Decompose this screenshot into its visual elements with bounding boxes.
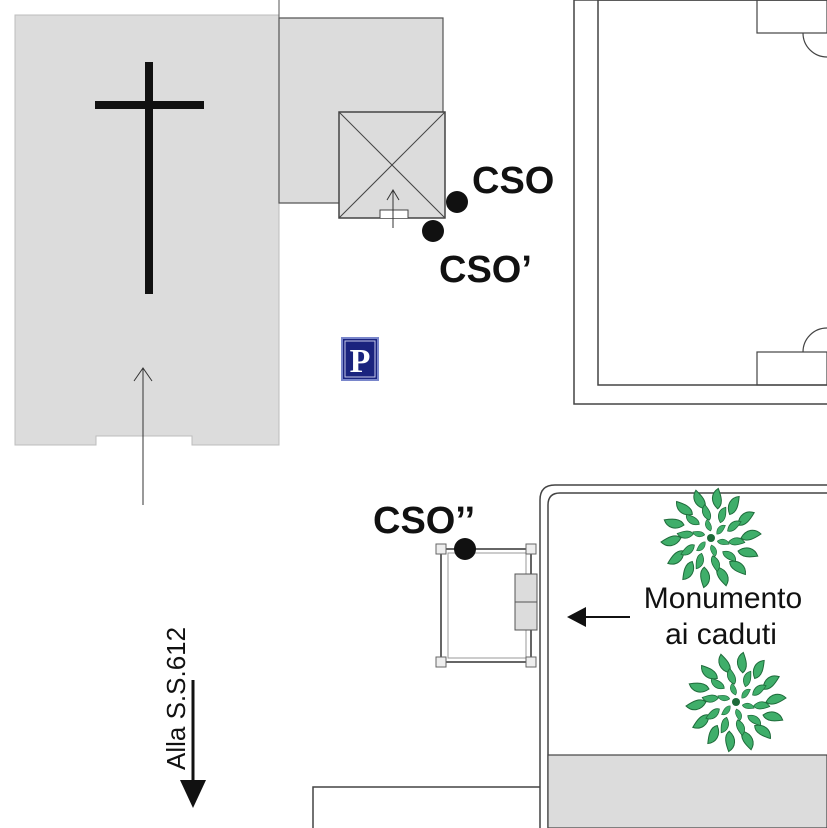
tree-leaf [720,716,729,734]
tree-leaf [701,664,718,680]
tree-leaf [676,530,695,539]
tree-leaf [725,730,736,753]
road-edge [312,786,540,828]
road-direction: Alla S.S.612 [161,627,206,808]
right-building [573,0,827,405]
tree-leaf [741,688,751,699]
tree-leaf [685,699,707,711]
tree-icon [660,487,762,589]
tree-leaf [762,711,784,722]
tree-leaf [685,513,700,526]
tree-leaf [743,670,752,688]
tree-leaf [692,714,710,729]
tower-entrance-arrow [386,189,400,228]
tree-leaf [762,675,780,690]
monument-platform [435,543,538,668]
cso-prime-marker [422,220,444,242]
tree-leaf [718,653,731,674]
tree-leaf [705,708,720,720]
tree-center [707,534,715,542]
cso-prime-label: CSO’ [439,249,532,291]
tree-leaf [700,566,711,589]
tree-leaf [741,730,754,751]
tree-leaf [705,518,712,532]
down-arrow-icon [180,780,206,808]
tree-leaf [721,705,731,716]
road-label: Alla S.S.612 [161,627,191,770]
tree-leaf [710,544,717,558]
tree-leaf [696,541,706,552]
tree-leaf [727,495,740,516]
tree-leaf [727,520,742,532]
tree-leaf [747,714,762,727]
tree-leaf [737,511,755,526]
cso-marker [446,191,468,213]
tree-leaf [729,560,746,576]
tree-leaf [680,544,695,556]
tree-leaf [701,503,712,521]
tree-leaf [752,701,771,710]
tree-leaf [737,547,759,558]
tree-leaf [740,529,762,541]
monument-arrow [567,607,630,627]
tree-leaf [735,719,746,737]
monument-block [539,484,827,828]
tree-leaf [710,555,721,573]
tree-leaf [716,538,730,545]
tree-leaf [701,694,720,703]
tree-leaf [693,489,706,510]
tree-leaf [695,552,704,570]
monument-label-line1: Monumento [644,582,802,615]
tree-leaf [716,524,726,535]
tree-leaf [754,724,771,740]
tree-leaf [730,682,737,696]
tree-leaf [663,518,685,529]
tree-leaf [667,550,685,565]
tree-leaf [692,531,706,538]
monument-label-line2: ai caduti [665,618,777,651]
tree-leaf [660,535,682,547]
tree-leaf [676,500,693,516]
tree-leaf [707,724,720,745]
tree-leaf [710,677,725,690]
cso-double-label: CSO’’ [373,500,475,542]
tree-leaf [722,550,737,563]
tree-leaf [735,708,742,722]
tree-icon [685,651,787,753]
tree-leaf [718,506,727,524]
tree-leaf [682,560,695,581]
tree-leaf [752,684,767,696]
tree-leaf [736,651,747,674]
tree-leaf [716,566,729,587]
church-entrance-arrow [133,367,153,505]
tree-leaf [726,667,737,685]
tree-leaf [688,682,710,693]
tree-leaf [741,702,755,709]
cso-label: CSO [472,160,554,202]
parking-letter: P [350,343,371,380]
tree-leaf [752,659,765,680]
parking-icon: P [341,337,379,381]
tree-leaf [711,487,722,510]
cso-double-marker [454,538,476,560]
tree-leaf [765,693,787,705]
tree-leaf [717,695,731,702]
tower-building [338,111,446,219]
tree-leaf [727,537,746,546]
cross-icon [95,62,204,294]
tree-center [732,698,740,706]
